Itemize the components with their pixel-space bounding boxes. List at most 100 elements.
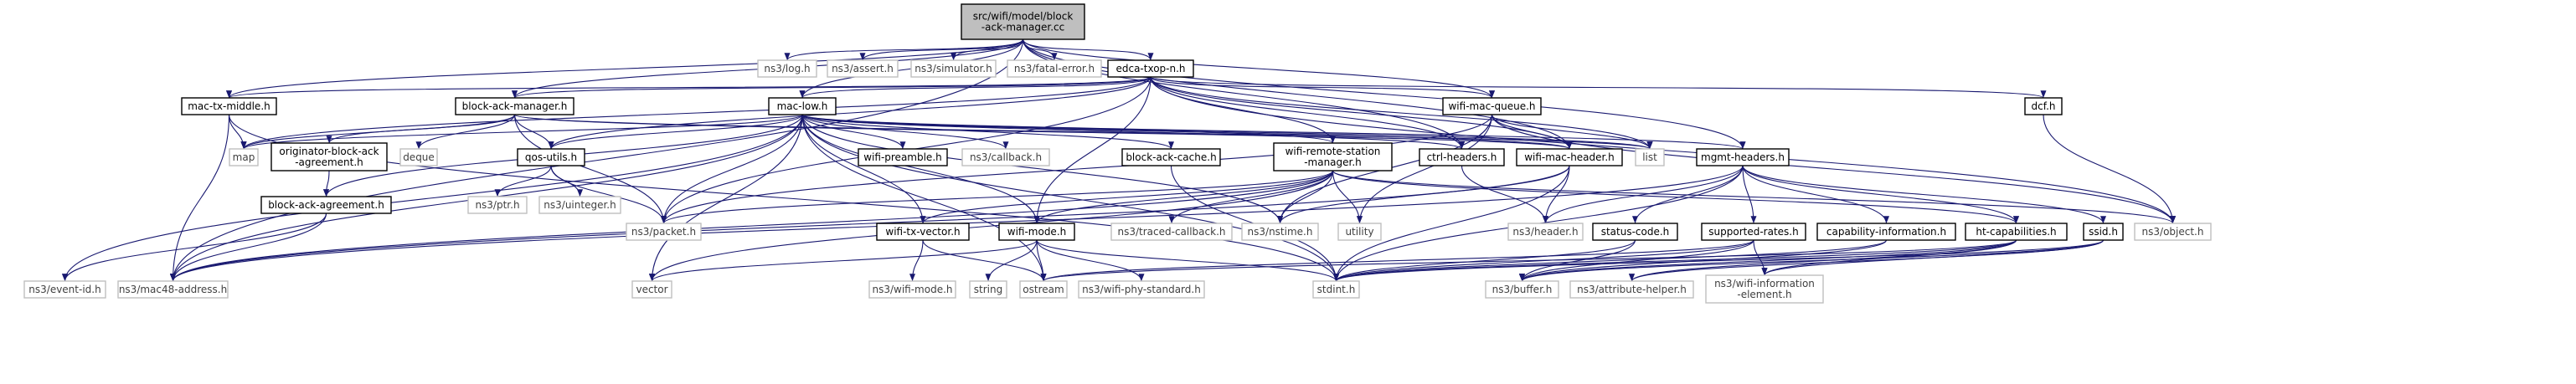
node-status[interactable]: status-code.h xyxy=(1592,223,1678,241)
edge-bam-to-wmh xyxy=(513,114,1572,150)
node-baa[interactable]: block-ack-agreement.h xyxy=(260,196,392,214)
node-box xyxy=(1312,280,1360,299)
node-label: qos-utils.h xyxy=(525,151,577,163)
node-wifimodeh: ns3/wifi-mode.h xyxy=(868,280,956,299)
edge-edca-to-qos xyxy=(548,76,1151,150)
node-ssid[interactable]: ssid.h xyxy=(2083,223,2124,241)
edge-root-to-assert xyxy=(859,38,1024,61)
node-label: ns3/wifi-mode.h xyxy=(872,284,952,295)
node-edca[interactable]: edca-txop-n.h xyxy=(1107,59,1194,78)
edge-bam-to-deque xyxy=(415,114,516,150)
node-wmq[interactable]: wifi-mac-queue.h xyxy=(1442,97,1542,115)
node-mgt[interactable]: mgmt-headers.h xyxy=(1696,148,1790,166)
node-label: -element.h xyxy=(1737,289,1791,300)
edge-mgt-to-ssid xyxy=(1742,165,2106,224)
edge-qos-to-packet xyxy=(550,165,667,224)
node-supp[interactable]: supported-rates.h xyxy=(1701,223,1806,241)
node-box xyxy=(270,142,388,172)
node-label: ns3/simulator.h xyxy=(914,63,992,74)
node-wtv[interactable]: wifi-tx-vector.h xyxy=(876,223,970,241)
node-dcf[interactable]: dcf.h xyxy=(2024,97,2063,115)
node-box xyxy=(1701,223,1806,241)
node-label: map xyxy=(233,151,255,163)
node-box xyxy=(1337,223,1382,241)
edge-edca-to-list xyxy=(1150,76,1653,150)
node-box xyxy=(1110,223,1233,241)
node-box xyxy=(827,59,899,78)
edge-maclow-to-packet xyxy=(661,114,803,224)
node-box xyxy=(117,280,229,299)
edge-bam-to-packet xyxy=(513,114,667,224)
node-box xyxy=(626,223,702,241)
edge-wrsm-to-wmode xyxy=(1033,170,1334,224)
node-wie: ns3/wifi-information-element.h xyxy=(1705,274,1824,304)
node-label: wifi-preamble.h xyxy=(863,151,942,163)
node-box xyxy=(858,148,948,166)
edge-ssid-to-stdint xyxy=(1333,239,2105,282)
node-box xyxy=(181,97,277,115)
node-box xyxy=(969,280,1007,299)
node-box xyxy=(876,223,970,241)
edge-wmq-to-object xyxy=(1491,114,2176,224)
node-label: list xyxy=(1642,151,1657,163)
node-label: string xyxy=(974,284,1002,295)
node-box xyxy=(868,280,956,299)
node-label: ctrl-headers.h xyxy=(1427,151,1497,163)
node-label: edca-txop-n.h xyxy=(1115,63,1185,74)
node-ctrl[interactable]: ctrl-headers.h xyxy=(1419,148,1505,166)
node-ostream: ostream xyxy=(1019,280,1068,299)
edge-wrsm-to-packet xyxy=(661,170,1334,224)
node-htcap[interactable]: ht-capabilities.h xyxy=(1965,223,2068,241)
node-label: block-ack-cache.h xyxy=(1126,151,1216,163)
node-label: ns3/attribute-helper.h xyxy=(1577,284,1687,295)
edge-edca-to-bam xyxy=(512,76,1151,99)
node-bam[interactable]: block-ack-manager.h xyxy=(455,97,574,115)
edge-edca-to-dcf xyxy=(1150,76,2047,99)
node-box xyxy=(1442,97,1542,115)
node-qos[interactable]: qos-utils.h xyxy=(517,148,585,166)
node-label: ns3/object.h xyxy=(2142,226,2204,238)
edge-edca-to-mtm xyxy=(226,76,1151,99)
node-buffer: ns3/buffer.h xyxy=(1485,280,1559,299)
edge-wtv-to-wifimodeh xyxy=(909,239,924,282)
node-label: ssid.h xyxy=(2089,226,2118,238)
edge-mgt-to-capinfo xyxy=(1742,165,1889,224)
node-wrsm[interactable]: wifi-remote-station-manager.h xyxy=(1273,142,1393,172)
node-traced: ns3/traced-callback.h xyxy=(1110,223,1233,241)
node-wmh[interactable]: wifi-mac-header.h xyxy=(1516,148,1623,166)
node-mtm[interactable]: mac-tx-middle.h xyxy=(181,97,277,115)
node-label: block-ack-manager.h xyxy=(462,100,568,112)
node-box xyxy=(260,196,392,214)
edge-qos-to-ptr xyxy=(494,165,552,197)
node-label: wifi-mac-header.h xyxy=(1524,151,1615,163)
node-box xyxy=(467,196,528,214)
node-label: ns3/nstime.h xyxy=(1248,226,1313,238)
node-label: stdint.h xyxy=(1317,284,1356,295)
node-bac[interactable]: block-ack-cache.h xyxy=(1121,148,1221,166)
edge-htcap-to-stdint xyxy=(1333,239,2017,282)
node-label: ns3/fatal-error.h xyxy=(1014,63,1095,74)
node-label: -agreement.h xyxy=(295,156,363,168)
node-box xyxy=(1705,274,1824,304)
node-box xyxy=(1019,280,1068,299)
node-label: mac-tx-middle.h xyxy=(188,100,270,112)
node-header: ns3/header.h xyxy=(1507,223,1584,241)
edge-htcap-to-buffer xyxy=(1519,239,2017,282)
edge-wrsm-to-utility xyxy=(1332,170,1363,224)
node-box xyxy=(1241,223,1319,241)
node-mac48: ns3/mac48-address.h xyxy=(117,280,229,299)
node-object: ns3/object.h xyxy=(2134,223,2212,241)
node-preamble[interactable]: wifi-preamble.h xyxy=(858,148,948,166)
node-label: ns3/log.h xyxy=(764,63,810,74)
edge-mgt-to-supp xyxy=(1742,165,1757,224)
node-box xyxy=(1569,280,1694,299)
node-wmode[interactable]: wifi-mode.h xyxy=(998,223,1075,241)
node-capinfo[interactable]: capability-information.h xyxy=(1816,223,1956,241)
node-box xyxy=(2083,223,2124,241)
edge-mtm-to-stdint xyxy=(228,114,1339,282)
node-maclow[interactable]: mac-low.h xyxy=(768,97,837,115)
node-deque: deque xyxy=(399,148,438,166)
node-oba[interactable]: originator-block-ack-agreement.h xyxy=(270,142,388,172)
edge-wrsm-to-object xyxy=(1332,170,2176,224)
